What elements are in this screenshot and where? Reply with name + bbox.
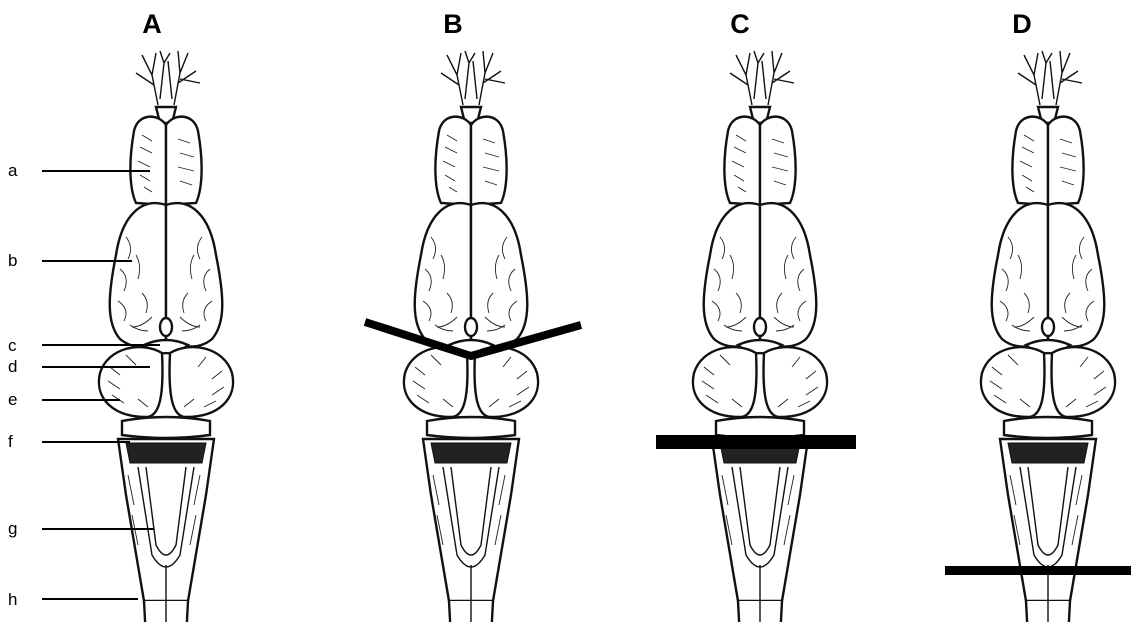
panel-title-d: D: [1012, 9, 1032, 39]
label-e: e: [8, 390, 17, 409]
panel-title-c: C: [730, 9, 750, 39]
brain-drawing-b: [404, 51, 538, 622]
label-c: c: [8, 336, 17, 355]
label-f: f: [8, 432, 13, 451]
cut-line-c: [656, 435, 856, 449]
cut-line-d: [945, 566, 1131, 575]
label-b: b: [8, 251, 17, 270]
brain-drawing-d: [981, 51, 1115, 622]
brain-drawing-c: [693, 51, 827, 622]
label-a: a: [8, 161, 18, 180]
panel-title-b: B: [443, 9, 463, 39]
brain-drawing-a: [99, 51, 233, 622]
label-d: d: [8, 357, 17, 376]
panel-title-a: A: [142, 9, 162, 39]
label-g: g: [8, 519, 17, 538]
label-h: h: [8, 590, 17, 609]
